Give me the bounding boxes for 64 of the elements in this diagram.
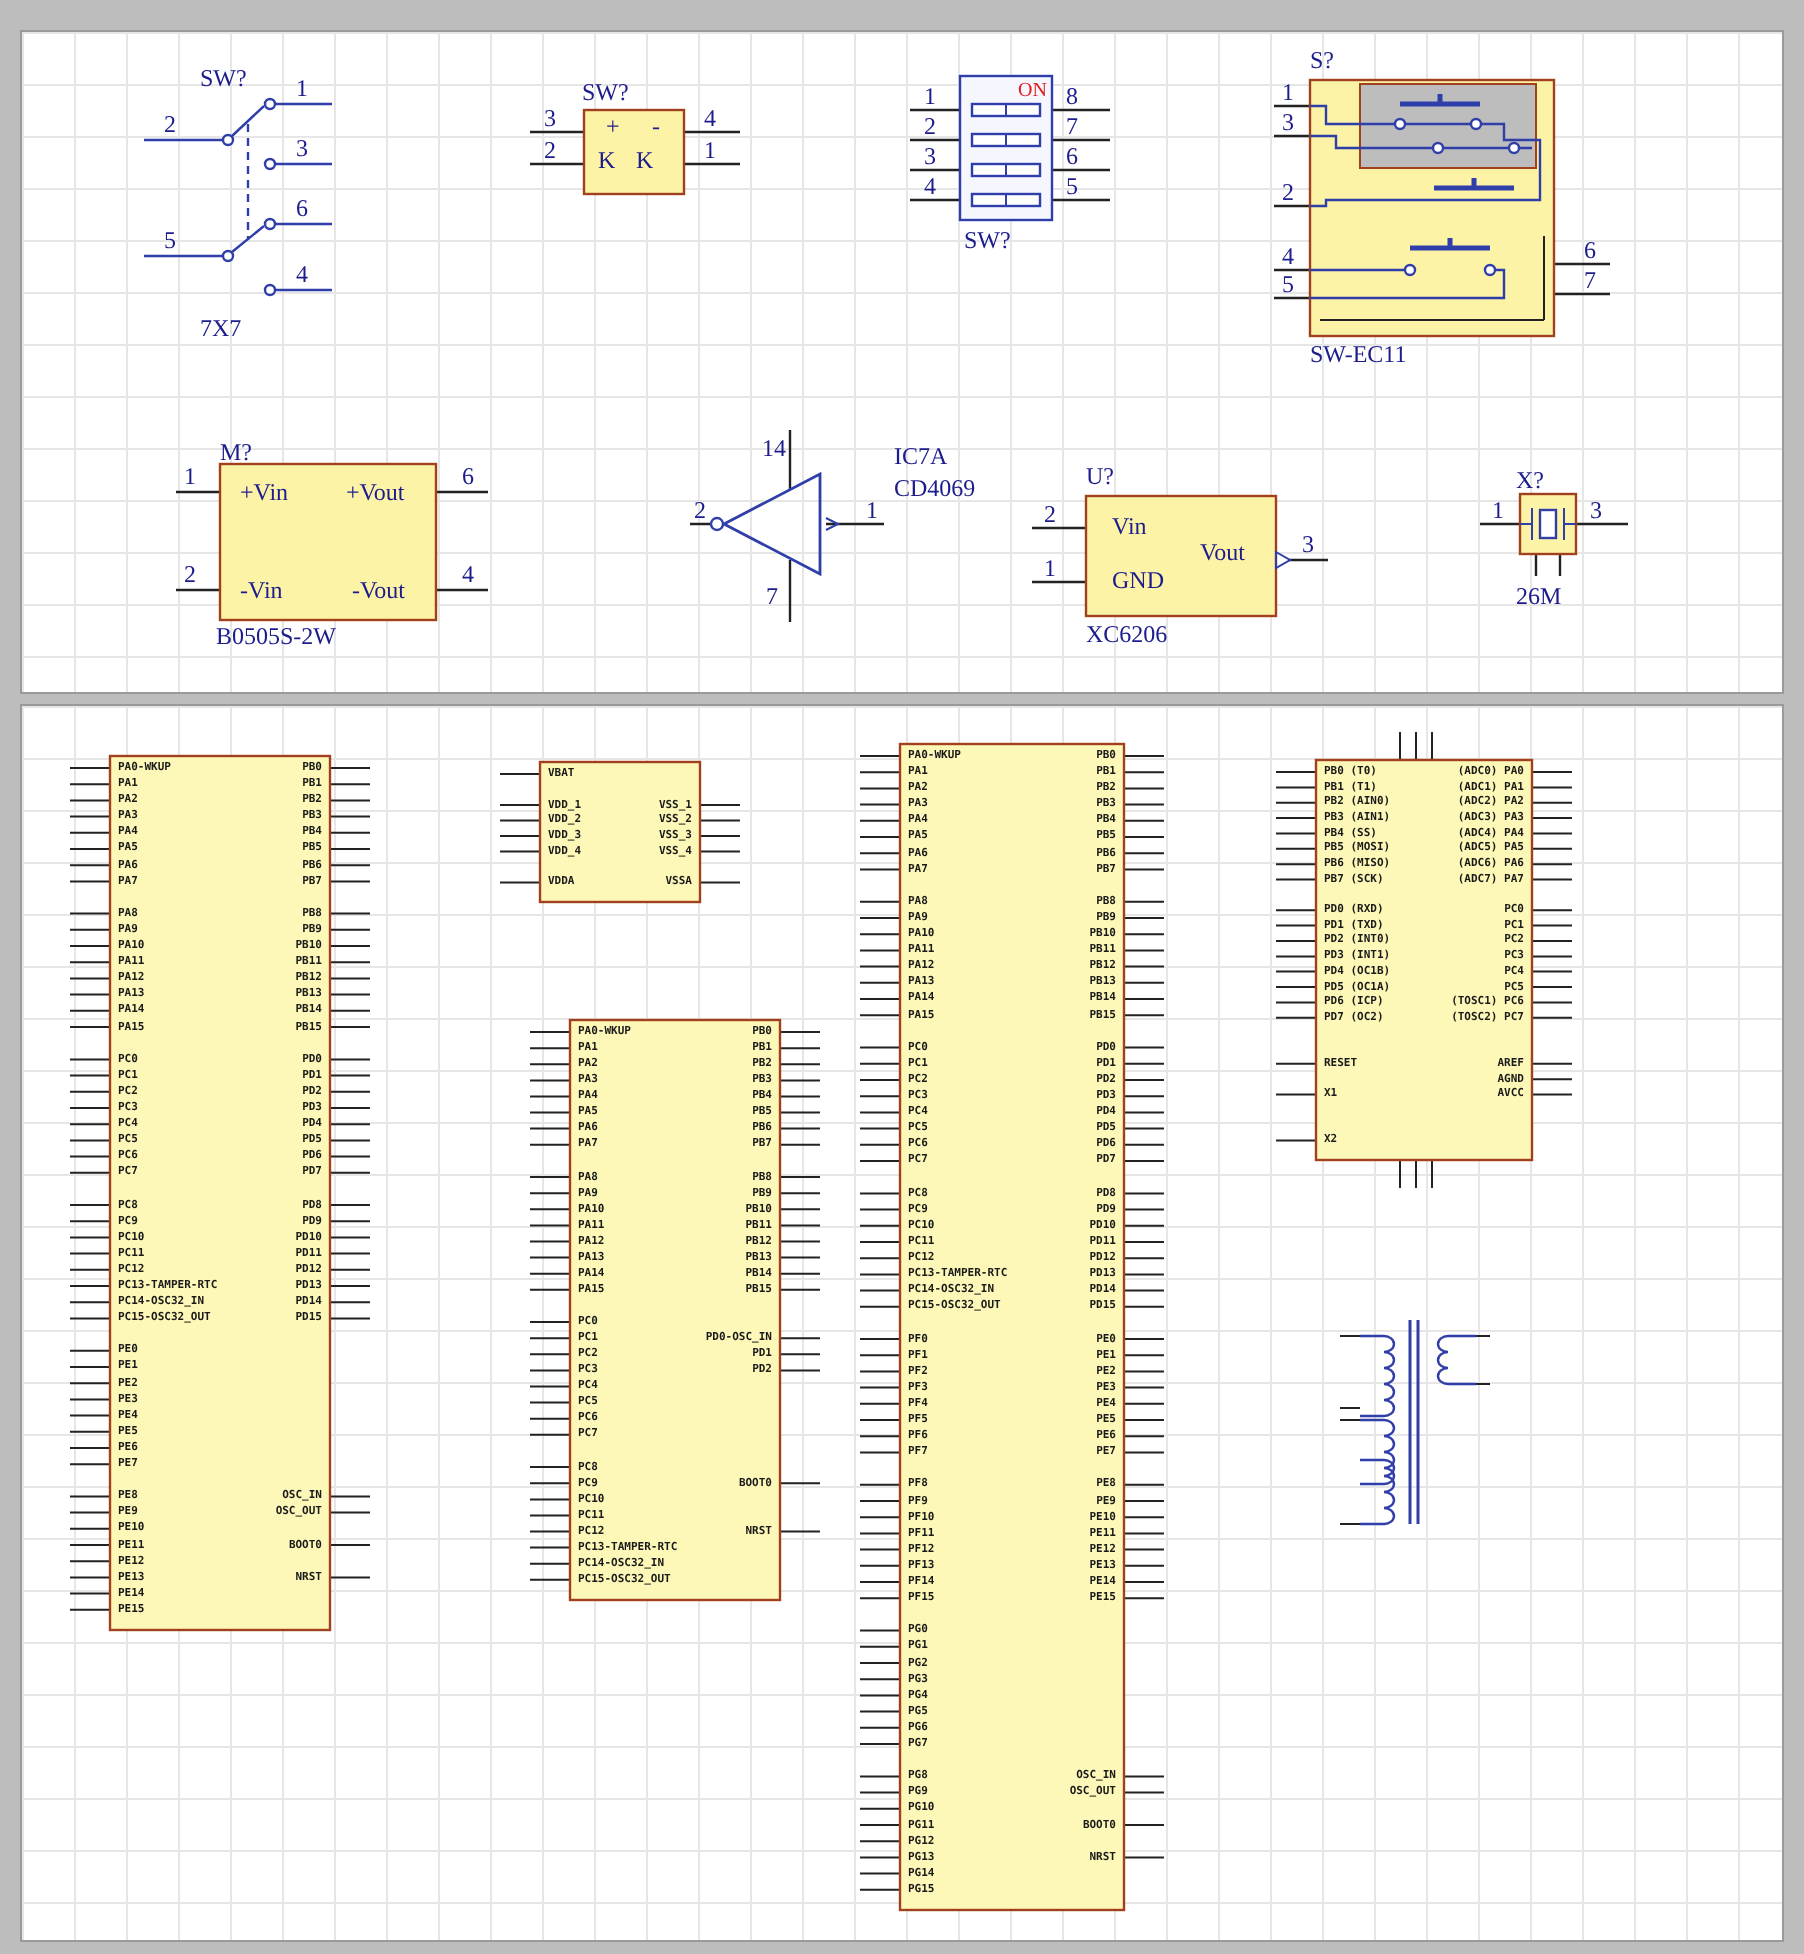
part-value: 26M [1516, 584, 1562, 610]
pin-name: K [598, 148, 616, 174]
designator: M? [220, 440, 252, 466]
pin-number: 3 [1282, 110, 1294, 136]
pin-number: 8 [1066, 84, 1078, 110]
pin-number: 1 [1282, 80, 1294, 106]
part-value: 7X7 [200, 316, 242, 342]
pin-number: 1 [1492, 498, 1504, 524]
pin-number: 1 [866, 498, 878, 524]
designator: SW? [200, 66, 247, 92]
pin-number: 2 [164, 112, 176, 138]
pin-name: Vin [1112, 514, 1147, 540]
pin-number: 4 [296, 262, 308, 288]
pin-name: GND [1112, 568, 1164, 594]
pin-number: 7 [766, 584, 778, 610]
part-value: CD4069 [894, 476, 976, 502]
pin-name: -Vout [352, 578, 405, 604]
pin-name: K [636, 148, 654, 174]
part-value: XC6206 [1086, 622, 1168, 648]
pin-name: +Vin [240, 480, 289, 506]
pin-number: 3 [544, 106, 556, 132]
designator: SW? [582, 80, 629, 106]
part-value: SW-EC11 [1310, 342, 1407, 368]
pin-number: 6 [462, 464, 474, 490]
pin-number: 6 [1066, 144, 1078, 170]
pin-number: 3 [924, 144, 936, 170]
pin-number: 3 [1302, 532, 1314, 558]
polarity-mark: + [606, 114, 620, 140]
designator: X? [1516, 468, 1544, 494]
pin-number: 6 [296, 196, 308, 222]
part-value: B0505S-2W [216, 624, 336, 650]
pin-number: 2 [1044, 502, 1056, 528]
pin-number: 14 [762, 436, 786, 462]
pin-number: 3 [296, 136, 308, 162]
pin-number: 4 [924, 174, 936, 200]
on-label: ON [1018, 78, 1047, 104]
polarity-mark: - [652, 114, 660, 140]
pin-name: +Vout [346, 480, 405, 506]
pin-number: 4 [462, 562, 474, 588]
designator: S? [1310, 48, 1334, 74]
pin-number: 5 [1066, 174, 1078, 200]
pin-number: 2 [544, 138, 556, 164]
pin-number: 1 [184, 464, 196, 490]
pin-number: 1 [1044, 556, 1056, 582]
pin-number: 2 [1282, 180, 1294, 206]
pin-number: 1 [704, 138, 716, 164]
pin-number: 5 [1282, 272, 1294, 298]
pin-number: 4 [1282, 244, 1294, 270]
pin-number: 2 [184, 562, 196, 588]
designator: IC7A [894, 444, 948, 470]
pin-number: 1 [924, 84, 936, 110]
pin-number: 7 [1066, 114, 1078, 140]
pin-name: -Vin [240, 578, 283, 604]
pin-number: 1 [296, 76, 308, 102]
designator: U? [1086, 464, 1114, 490]
pin-number: 3 [1590, 498, 1602, 524]
pin-name: Vout [1200, 540, 1245, 566]
pin-number: 2 [924, 114, 936, 140]
pin-number: 7 [1584, 268, 1596, 294]
pin-number: 5 [164, 228, 176, 254]
pin-number: 4 [704, 106, 716, 132]
designator: SW? [964, 228, 1011, 254]
pin-number: 6 [1584, 238, 1596, 264]
pin-number: 2 [694, 498, 706, 524]
